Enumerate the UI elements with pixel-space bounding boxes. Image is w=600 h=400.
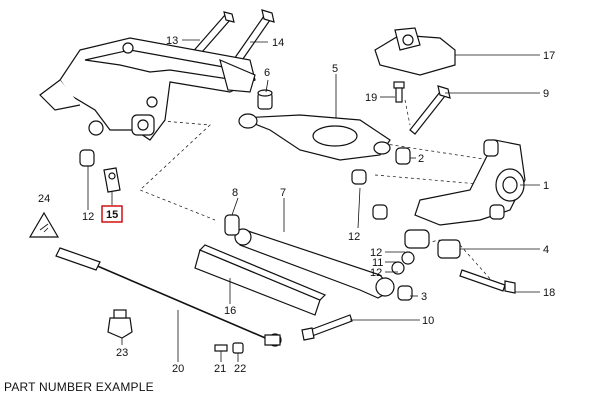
bushing-4 [437, 239, 461, 259]
callout-9: 9 [543, 88, 549, 100]
bracket-15 [103, 167, 121, 193]
bushing-8 [224, 214, 240, 236]
bushing-12-left [79, 149, 95, 167]
bolt-19 [393, 81, 405, 103]
callout-18: 18 [543, 287, 555, 299]
mount-bracket-17 [374, 27, 456, 76]
callout-19: 19 [365, 92, 377, 104]
callout-12-right: 12 [370, 247, 382, 259]
cable-20 [55, 247, 282, 347]
callout-16: 16 [224, 305, 236, 317]
callout-21: 21 [214, 363, 226, 375]
callout-12-lower: 12 [370, 267, 382, 279]
callout-23: 23 [116, 347, 128, 359]
bushing-3 [397, 285, 413, 301]
callout-11: 11 [372, 257, 383, 269]
bushing-12-mid [351, 169, 367, 185]
bolt-9 [409, 85, 451, 135]
callout-15-highlight-box [101, 205, 123, 223]
callout-12-left: 12 [82, 211, 94, 223]
bushing-12-right [372, 204, 388, 220]
callout-5: 5 [332, 63, 338, 75]
callout-22: 22 [234, 363, 246, 375]
callout-6: 6 [264, 67, 270, 79]
callout-1: 1 [543, 180, 549, 192]
clip-23 [107, 309, 133, 339]
callout-12-mid: 12 [348, 231, 360, 243]
callout-7: 7 [280, 187, 286, 199]
callout-10: 10 [422, 315, 434, 327]
bolt-10 [301, 314, 353, 341]
callout-8: 8 [232, 187, 238, 199]
bushing-2 [395, 147, 411, 165]
callout-2: 2 [418, 153, 424, 165]
bolt-21 [214, 344, 228, 352]
washers-11-12 [391, 251, 415, 275]
heat-shield-16 [194, 244, 327, 316]
caption-part-number-example: PART NUMBER EXAMPLE [4, 380, 154, 394]
callout-24: 24 [38, 193, 50, 205]
callout-17: 17 [543, 50, 555, 62]
bushing-large [404, 229, 430, 249]
wheel-carrier-1 [414, 139, 526, 226]
control-arm-5 [238, 113, 391, 161]
rear-subframe [39, 37, 256, 141]
nut-22 [232, 342, 244, 354]
bolt-18 [459, 269, 516, 294]
callout-4: 4 [543, 244, 549, 256]
callout-13: 13 [166, 35, 178, 47]
leader-lines [87, 39, 540, 362]
callout-20: 20 [172, 363, 184, 375]
callout-3: 3 [421, 291, 427, 303]
bushing-6 [257, 89, 273, 110]
callout-15: 15 [106, 209, 118, 221]
warning-label-24 [28, 211, 60, 238]
callout-14: 14 [272, 37, 284, 49]
